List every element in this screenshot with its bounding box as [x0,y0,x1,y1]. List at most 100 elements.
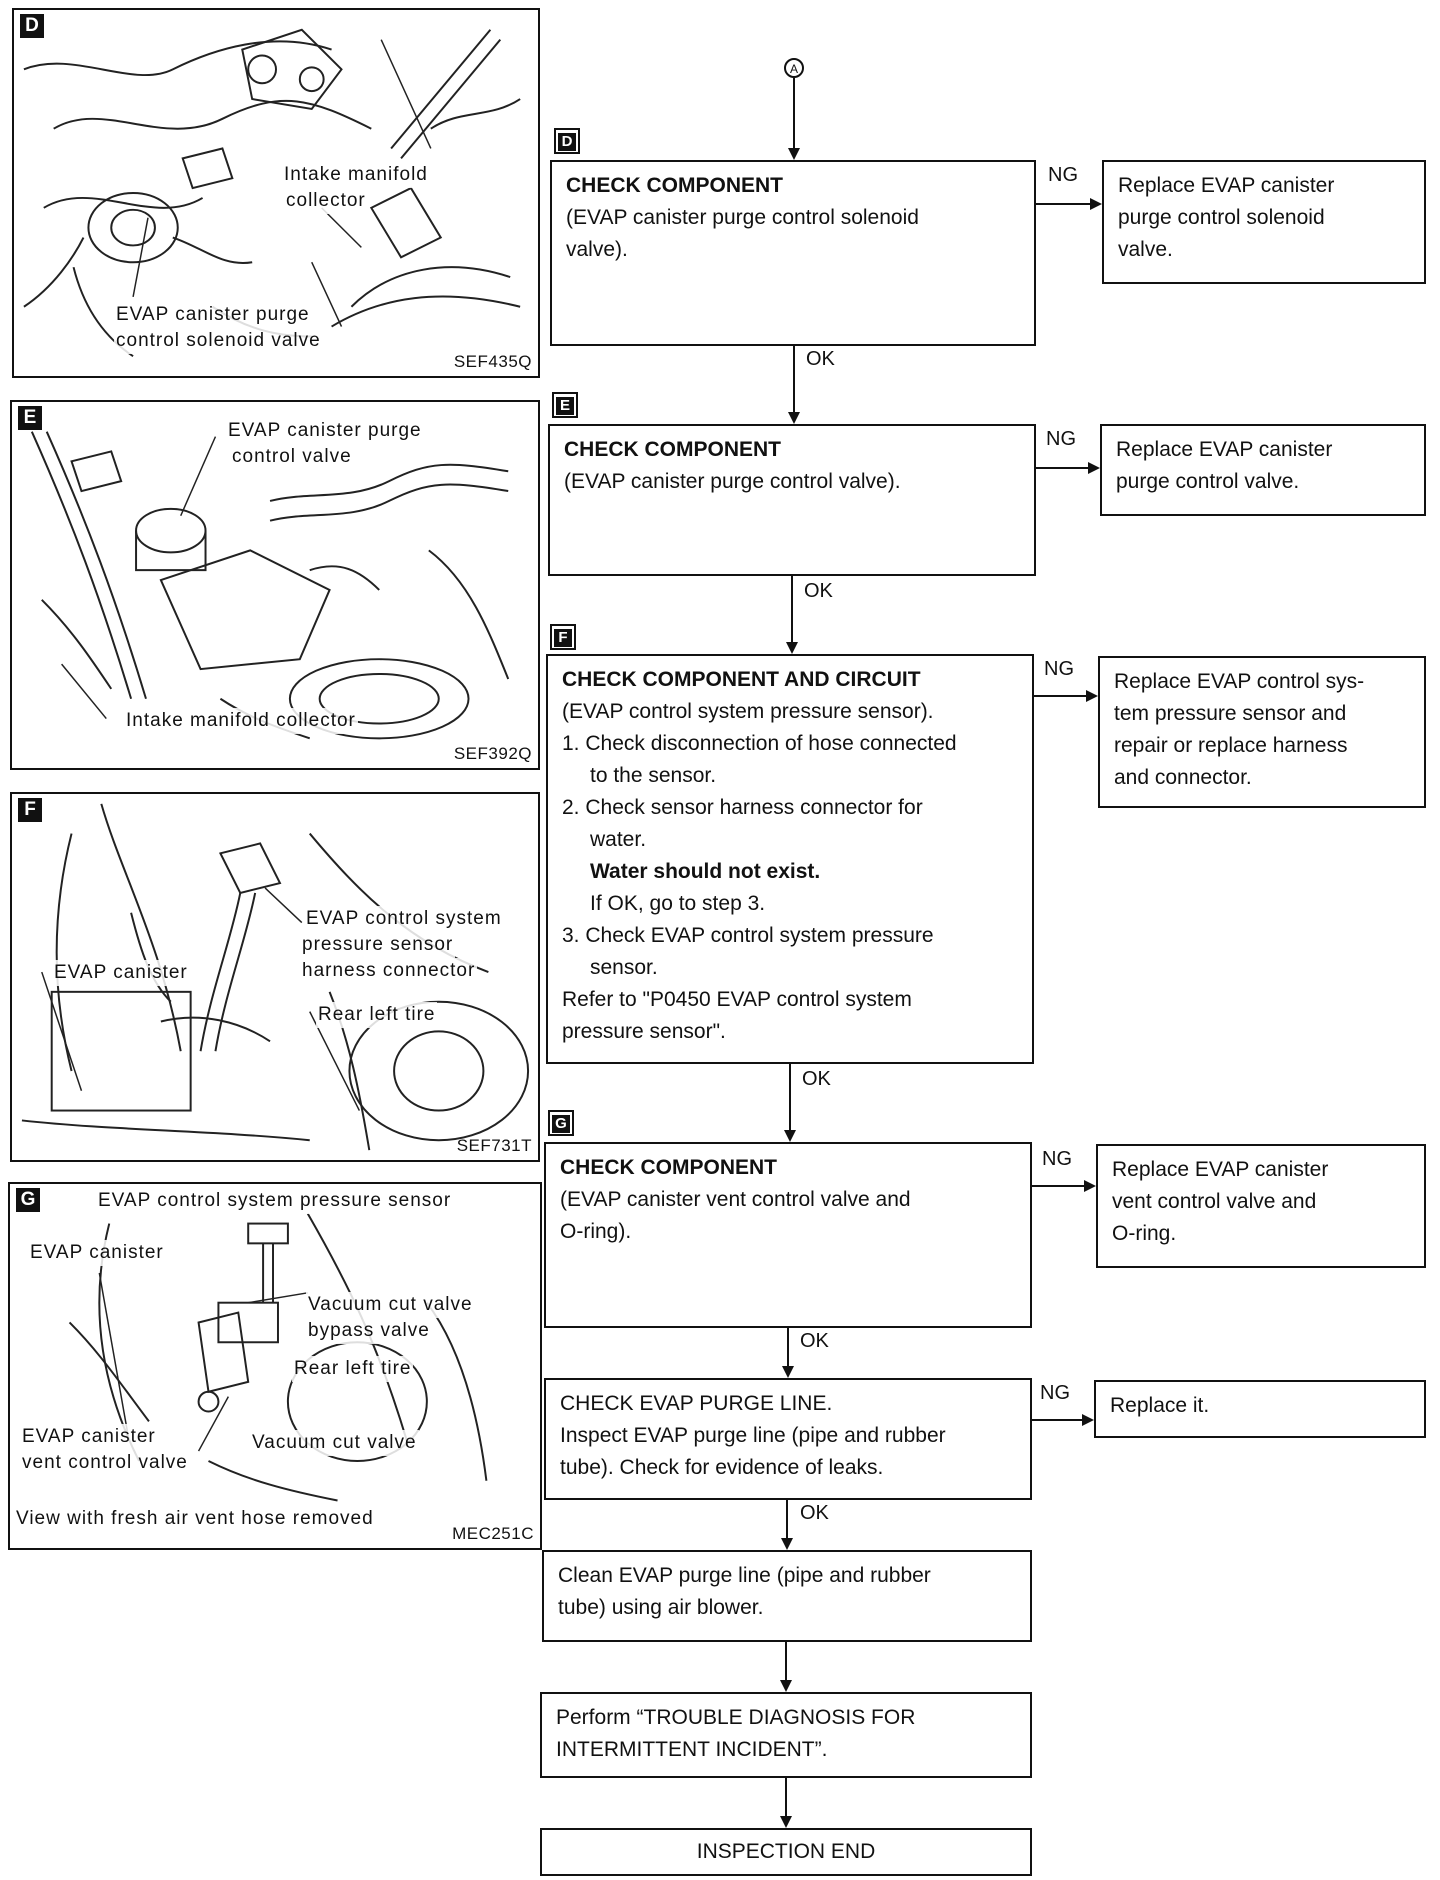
step-letter-f: F [550,624,576,650]
purge-line-title: CHECK EVAP PURGE LINE. [560,1392,833,1415]
illustration-panel-g: G EVAP control system pressure sensor EV… [8,1182,542,1550]
ng-label-purge: NG [1040,1382,1070,1404]
figure-code-f: SEF731T [456,1136,532,1155]
step-g-ng-action: Replace EVAP canister vent control valve… [1096,1144,1426,1268]
callout-pressure-sensor-1: EVAP control system [304,906,504,932]
callout-rear-left-tire: Rear left tire [316,1002,438,1028]
illustration-panel-e: E EVAP canister purge control valve Inta… [10,400,540,770]
step-f-title: CHECK COMPONENT AND CIRCUIT [562,668,921,691]
ng-label-e: NG [1046,428,1076,450]
step-e-title: CHECK COMPONENT [564,438,782,461]
ok-label-f: OK [802,1068,831,1090]
purge-line-ng-line-1: Replace it. [1110,1394,1210,1417]
perform-line-1: Perform “TROUBLE DIAGNOSIS FOR [556,1706,916,1729]
step-g-ng-line-3: O-ring. [1112,1222,1177,1245]
step-f-line-11: pressure sensor". [562,1020,726,1043]
step-d-ng-line-3: valve. [1118,238,1173,261]
step-d-line-1: (EVAP canister purge control solenoid [566,206,919,229]
panel-letter-f: F [18,798,42,822]
callout-purge-solenoid-1: EVAP canister purge [114,302,312,328]
step-d-title: CHECK COMPONENT [566,174,784,197]
ng-label-f: NG [1044,658,1074,680]
step-f-box: CHECK COMPONENT AND CIRCUIT (EVAP contro… [546,654,1034,1064]
step-f-line-4: 2. Check sensor harness connector for [562,796,923,819]
callout-pressure-sensor-3: harness connector [300,958,478,984]
callout-vacuum-cut-valve: Vacuum cut valve [250,1430,419,1456]
step-e-box: CHECK COMPONENT (EVAP canister purge con… [548,424,1036,576]
step-d-ng-line-1: Replace EVAP canister [1118,174,1335,197]
panel-letter-e: E [18,406,42,430]
figure-code-g: MEC251C [452,1524,534,1543]
step-letter-d: D [554,128,580,154]
perform-diagnosis-box: Perform “TROUBLE DIAGNOSIS FOR INTERMITT… [540,1692,1032,1778]
step-e-line-1: (EVAP canister purge control valve). [564,470,901,493]
step-f-line-10: Refer to "P0450 EVAP control system [562,988,912,1011]
callout-pressure-sensor-2: pressure sensor [300,932,456,958]
step-letter-e: E [552,392,578,418]
step-f-line-5: water. [590,828,647,851]
step-f-ng-action: Replace EVAP control sys- tem pressure s… [1098,656,1426,808]
step-f-line-6: Water should not exist. [590,860,821,883]
step-f-line-9: sensor. [590,956,658,979]
callout-purge-solenoid-2: control solenoid valve [114,328,323,354]
panel-letter-g: G [16,1188,40,1212]
illustration-panel-f: F EVAP control system pressure sensor ha… [10,792,540,1162]
step-g-title: CHECK COMPONENT [560,1156,778,1179]
step-d-line-2: valve). [566,238,628,261]
step-g-ng-line-1: Replace EVAP canister [1112,1158,1329,1181]
step-g-box: CHECK COMPONENT (EVAP canister vent cont… [544,1142,1032,1328]
inspection-end-box: INSPECTION END [540,1828,1032,1876]
clean-line-2: tube) using air blower. [558,1596,764,1619]
step-f-line-2: 1. Check disconnection of hose connected [562,732,957,755]
callout-intake-manifold: Intake manifold [282,162,430,188]
purge-line-line-1: Inspect EVAP purge line (pipe and rubber [560,1424,946,1447]
step-g-line-2: O-ring). [560,1220,632,1243]
callout-g-canister-vent-2: vent control valve [20,1450,190,1476]
purge-line-line-2: tube). Check for evidence of leaks. [560,1456,884,1479]
ng-label-g: NG [1042,1148,1072,1170]
purge-solenoid-illustration [23,28,521,358]
callout-collector: collector [284,188,368,214]
callout-evap-canister: EVAP canister [52,960,190,986]
clean-line-1: Clean EVAP purge line (pipe and rubber [558,1564,931,1587]
step-e-ng-line-1: Replace EVAP canister [1116,438,1333,461]
step-f-ng-line-2: tem pressure sensor and [1114,702,1347,725]
step-d-ng-line-2: purge control solenoid [1118,206,1325,229]
callout-g-pressure-sensor: EVAP control system pressure sensor [96,1188,454,1214]
figure-code-e: SEF392Q [453,744,532,763]
callout-g-canister-vent-1: EVAP canister [20,1424,158,1450]
step-d-box: CHECK COMPONENT (EVAP canister purge con… [550,160,1036,346]
step-f-line-8: 3. Check EVAP control system pressure [562,924,934,947]
figure-code-d: SEF435Q [453,352,532,371]
ok-label-e: OK [804,580,833,602]
step-f-ng-line-1: Replace EVAP control sys- [1114,670,1365,693]
callout-vacuum-cut-bypass-1: Vacuum cut valve [306,1292,475,1318]
step-g-line-1: (EVAP canister vent control valve and [560,1188,911,1211]
step-e-ng-line-2: purge control valve. [1116,470,1300,493]
step-d-ng-action: Replace EVAP canister purge control sole… [1102,160,1426,284]
step-g-ng-line-2: vent control valve and [1112,1190,1317,1213]
step-e-ng-action: Replace EVAP canister purge control valv… [1100,424,1426,516]
ok-label-d: OK [806,348,835,370]
step-letter-g: G [548,1110,574,1136]
perform-line-2: INTERMITTENT INCIDENT”. [556,1738,828,1761]
callout-intake-manifold-collector: Intake manifold collector [124,708,358,734]
clean-purge-line-box: Clean EVAP purge line (pipe and rubber t… [542,1550,1032,1642]
ok-label-purge: OK [800,1502,829,1524]
ok-label-g: OK [800,1330,829,1352]
illustration-panel-d: D Intake manifold collector EVAP caniste… [12,8,540,378]
step-f-line-1: (EVAP control system pressure sensor). [562,700,934,723]
vent-control-valve-illustration [68,1213,488,1502]
callout-purge-valve-2: control valve [230,444,354,470]
ng-label-d: NG [1048,164,1078,186]
step-f-line-3: to the sensor. [590,764,717,787]
panel-letter-d: D [20,14,44,38]
callout-g-rear-left-tire: Rear left tire [292,1356,414,1382]
step-f-ng-line-4: and connector. [1114,766,1252,789]
callout-vacuum-cut-bypass-2: bypass valve [306,1318,432,1344]
start-connector-label: A [790,62,798,76]
callout-view-note: View with fresh air vent hose removed [14,1506,376,1532]
purge-line-ng-action: Replace it. [1094,1380,1426,1438]
callout-g-evap-canister: EVAP canister [28,1240,166,1266]
purge-line-check-box: CHECK EVAP PURGE LINE. Inspect EVAP purg… [544,1378,1032,1500]
